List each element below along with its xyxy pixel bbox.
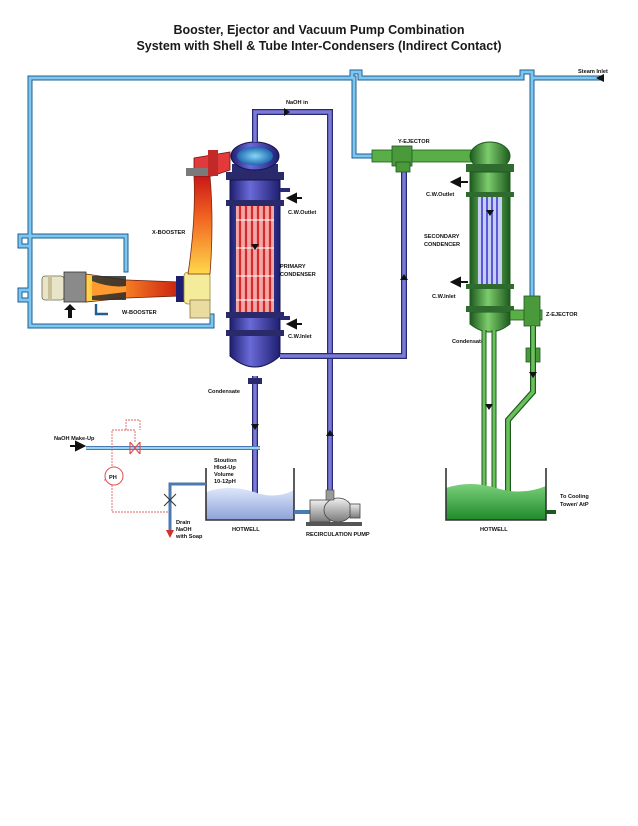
- w-booster-in-arrow: [64, 304, 76, 318]
- naoh-up-arrow: [326, 430, 334, 436]
- secondary-condensate-lines: [481, 326, 536, 500]
- x-booster: [186, 150, 231, 319]
- primary-cw-inlet-arrow: [285, 318, 302, 330]
- y-ejector: [371, 145, 473, 173]
- x-booster-label: X-BOOSTER: [152, 230, 185, 236]
- ph-label: PH: [109, 475, 117, 481]
- primary-condensate-label: Condensate: [208, 389, 240, 395]
- naoh-line: [252, 109, 333, 490]
- solution-label-1: Stoution: [214, 458, 237, 464]
- naoh-makeup-arrow: [70, 440, 87, 452]
- w-booster: [41, 271, 211, 305]
- solution-label-2: Hlod-Up: [214, 465, 236, 471]
- ph-sensor: [104, 466, 124, 486]
- primary-flange: [248, 378, 262, 384]
- secondary-down-arrow-2: [529, 372, 537, 378]
- primary-condenser-label-1: PRIMARY: [280, 264, 306, 270]
- naoh-makeup-label: NaOH Make-Up: [54, 436, 95, 442]
- secondary-cw-inlet-arrow: [449, 276, 468, 288]
- secondary-condencer-label-2: CONDENCER: [424, 242, 460, 248]
- z-ejector-label: Z-EJECTOR: [546, 312, 578, 318]
- control-valve: [129, 441, 141, 455]
- secondary-cw-inlet-label: C.W.Inlet: [432, 294, 456, 300]
- secondary-cw-outlet-label: C.W.Outlet: [426, 192, 454, 198]
- title-line-2: System with Shell & Tube Inter-Condenser…: [136, 39, 502, 53]
- secondary-condencer-label-1: SECONDARY: [424, 234, 460, 240]
- diagram-title: Booster, Ejector and Vacuum Pump Combina…: [0, 22, 638, 54]
- secondary-flow-arrow: [486, 204, 494, 216]
- w-booster-small-pipe: [94, 304, 108, 316]
- primary-hotwell-label: HOTWELL: [232, 527, 260, 533]
- drain-arrow: [166, 530, 174, 538]
- title-line-1: Booster, Ejector and Vacuum Pump Combina…: [173, 23, 465, 37]
- vapour-up-arrow: [400, 274, 408, 280]
- secondary-condenser: [466, 141, 514, 333]
- drain-label-2: NaOH: [176, 527, 192, 533]
- solution-label-4: 10-12pH: [214, 479, 236, 485]
- naoh-in-label: NaOH in: [286, 100, 309, 106]
- w-booster-label: W-BOOSTER: [122, 310, 157, 316]
- steam-inlet-label: Steam Inlet: [578, 69, 608, 75]
- primary-hotwell: [205, 468, 312, 521]
- cooling-label-1: To Cooling: [560, 494, 589, 500]
- recirculation-pump-label: RECIRCULATION PUMP: [306, 532, 370, 538]
- steam-inlet-arrow: [596, 74, 604, 82]
- recirculation-pump: [306, 489, 362, 526]
- cooling-label-2: Tower/ AtP: [560, 502, 589, 508]
- control-loop: [104, 419, 170, 513]
- secondary-down-arrow-1: [485, 404, 493, 410]
- naoh-in-arrow: [284, 108, 290, 116]
- primary-flow-arrow: [251, 238, 259, 250]
- primary-cw-inlet-label: C.W.Inlet: [288, 334, 312, 340]
- steam-line: [17, 69, 603, 329]
- condensate-down-arrow: [251, 424, 259, 430]
- primary-condenser-label-2: CONDENSER: [280, 272, 316, 278]
- vapour-line: [280, 166, 407, 359]
- drain-label-1: Drain: [176, 520, 191, 526]
- secondary-condensate-label: Condensate: [452, 339, 484, 345]
- primary-cw-outlet-label: C.W.Outlet: [288, 210, 316, 216]
- secondary-hotwell: [445, 468, 556, 521]
- secondary-cw-outlet-arrow: [449, 176, 468, 188]
- solution-label-3: Volume: [214, 472, 234, 478]
- secondary-hotwell-label: HOTWELL: [480, 527, 508, 533]
- drain-label-3: with Soap: [175, 534, 203, 540]
- drain-line: [163, 482, 206, 530]
- primary-cw-outlet-arrow: [285, 192, 302, 204]
- primary-condenser: [226, 141, 284, 368]
- z-ejector: [509, 295, 543, 363]
- y-ejector-label: Y-EJECTOR: [398, 139, 430, 145]
